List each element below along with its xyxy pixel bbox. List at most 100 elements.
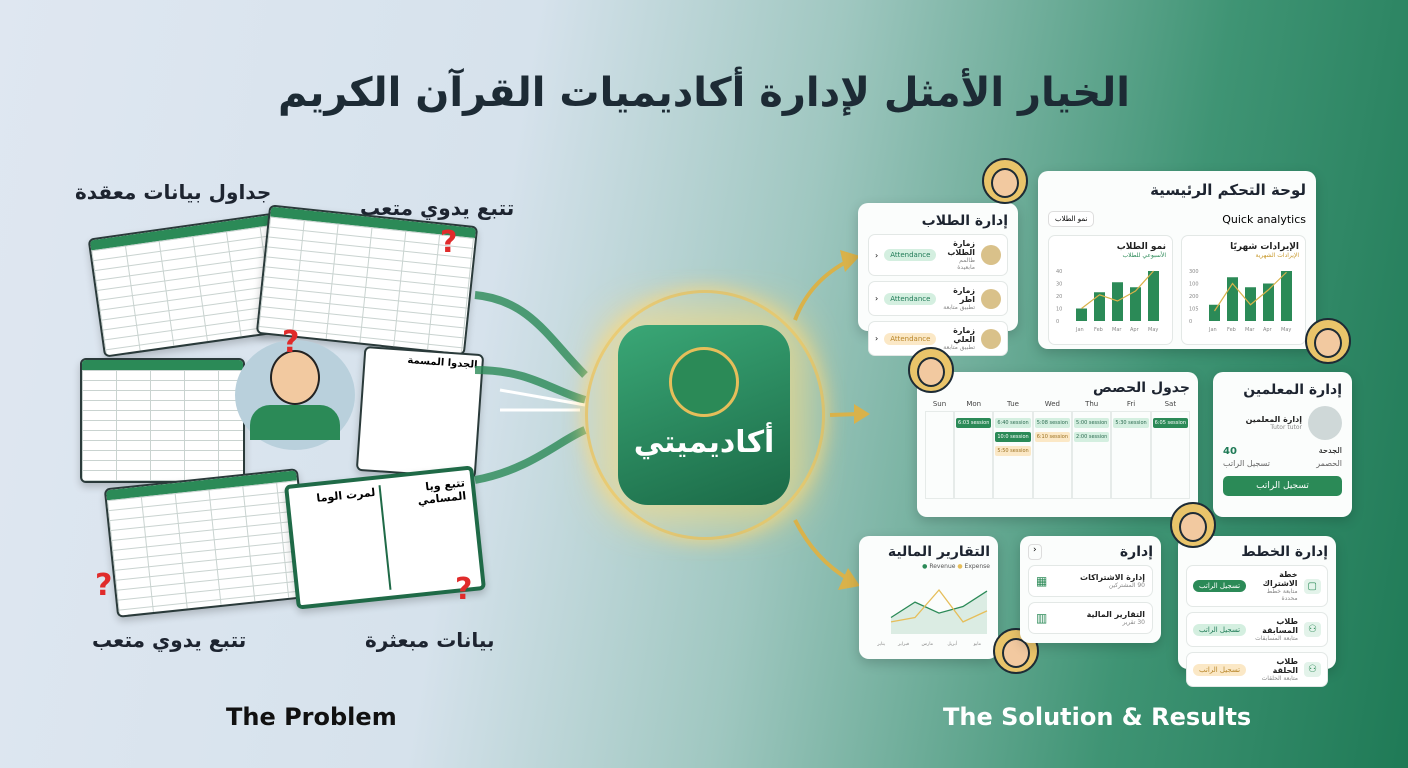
x-tick: Feb [1227, 327, 1236, 333]
y-tick: 0 [1056, 319, 1059, 325]
bar [1148, 271, 1159, 321]
sheet-title: الجدوا المسمة [407, 355, 478, 371]
card-title: جدول الحصص [1093, 380, 1190, 396]
day-column[interactable] [925, 411, 955, 499]
plan-sub: متابعة الحلقات [1261, 675, 1299, 682]
box-icon: ▢ [1303, 578, 1321, 594]
day-column[interactable]: 6:03 session [954, 411, 994, 499]
day-column[interactable]: 5:08 session 6:10 session [1032, 411, 1073, 499]
trend-line [1213, 271, 1287, 312]
question-mark-icon: ? [282, 325, 300, 360]
card-title: التقارير المالية [887, 544, 990, 560]
chart-subtitle: الإيرادات الشهرية [1255, 252, 1299, 259]
chevron-icon[interactable]: ‹ [875, 294, 879, 303]
avatar [908, 347, 954, 393]
teacher-name: إدارة المعلمين [1245, 415, 1302, 424]
session-event[interactable]: 5:00 session [1074, 418, 1110, 428]
day-column[interactable]: 5:00 session 2:00 session [1072, 411, 1112, 499]
finance-card: التقارير المالية ● Revenue ● Expense $0$… [851, 536, 998, 659]
stressed-person-illustration [235, 340, 355, 450]
session-event[interactable]: 2:00 session [1074, 432, 1110, 442]
notebook-left-page: لمرت الوما [294, 485, 392, 599]
avatar [982, 158, 1028, 204]
x-tick: أبريل [947, 640, 957, 647]
teacher-role: Tutor tutor [1270, 424, 1302, 431]
attendance-badge: Attendance [884, 332, 937, 345]
student-sub: تطبيق متابعة [943, 344, 975, 351]
back-chevron-icon[interactable]: ‹ [1028, 544, 1042, 560]
card-title: إدارة المعلمين [1243, 382, 1342, 398]
y-tick: 20 [1056, 294, 1062, 300]
chevron-icon[interactable]: ‹ [875, 250, 879, 260]
calendar-icon: ▦ [1036, 574, 1048, 588]
session-event[interactable]: 6:40 session [995, 418, 1031, 428]
session-event[interactable]: 6:10 session [1034, 432, 1071, 442]
expense-line [890, 588, 988, 623]
plan-badge[interactable]: تسجيل الراتب [1193, 623, 1247, 636]
y-tick: 105 [1189, 307, 1199, 313]
y-tick: 300 [1189, 269, 1199, 275]
student-name: زمارة العلي [953, 326, 975, 344]
item-sub: 90 المشتركين [1108, 582, 1145, 589]
plan-name: طلاب الحلقة [1272, 657, 1299, 675]
label-scattered-data: بيانات مبعثرة [365, 628, 495, 652]
x-tick: يناير [876, 642, 885, 647]
bar [1076, 308, 1087, 321]
x-tick: مارس [922, 642, 934, 647]
chart-subtitle: الأسبوعي للطلاب [1122, 252, 1166, 259]
filter-dropdown[interactable]: نمو الطلاب [1048, 211, 1095, 227]
bar [1130, 287, 1141, 321]
bar [1227, 277, 1238, 321]
question-mark-icon: ? [440, 225, 458, 260]
day-column[interactable]: 6:05 session [1150, 411, 1190, 499]
bar [1094, 292, 1105, 321]
day-header: Thu [1085, 400, 1099, 408]
avatar [1170, 502, 1216, 548]
logo-glow-ring [585, 290, 825, 540]
x-tick: May [1281, 327, 1291, 333]
register-salary-button[interactable]: تسجيل الراتب [1223, 476, 1342, 496]
stat-value: تسجيل الراتب [1223, 459, 1270, 468]
label-manual-tracking-bottom: تتبع يدوي متعب [92, 628, 247, 652]
result-arrows [793, 250, 870, 590]
session-event[interactable]: 6:05 session [1152, 418, 1188, 428]
session-event[interactable]: 5:08 session [1034, 418, 1071, 428]
session-event[interactable]: 5:30 session [1113, 418, 1149, 428]
bar [1209, 304, 1220, 321]
session-event[interactable]: 5:50 session [995, 446, 1031, 456]
day-header: Wed [1044, 400, 1060, 408]
attendance-badge: Attendance [884, 292, 937, 305]
student-avatar [981, 288, 1001, 309]
chevron-icon[interactable]: ‹ [875, 334, 879, 343]
card-title: إدارة الخطط [1241, 544, 1328, 560]
attendance-badge: Attendance [884, 249, 937, 261]
bar [1281, 271, 1292, 321]
day-column[interactable]: 5:30 session [1111, 411, 1151, 499]
avatar [1305, 318, 1351, 364]
plan-badge[interactable]: تسجيل الراتب [1193, 663, 1247, 676]
x-tick: مايو [973, 642, 982, 647]
stat-value: 40 [1223, 446, 1237, 457]
x-tick: Mar [1112, 327, 1122, 333]
app-logo: أكاديميتي [618, 325, 790, 505]
app-name: أكاديميتي [633, 425, 775, 460]
session-event[interactable]: 10:0 session [995, 432, 1031, 442]
student-sub: طالمم مابعيدة [957, 257, 975, 271]
day-column[interactable]: 6:40 session 10:0 session 5:50 session [993, 411, 1033, 499]
dashboard-card: لوحة التحكم الرئيسية Quick analytics نمو… [1038, 171, 1316, 349]
session-event[interactable]: 6:03 session [956, 418, 992, 428]
x-tick: Mar [1245, 327, 1255, 333]
plan-badge[interactable]: تسجيل الراتب [1193, 580, 1247, 592]
